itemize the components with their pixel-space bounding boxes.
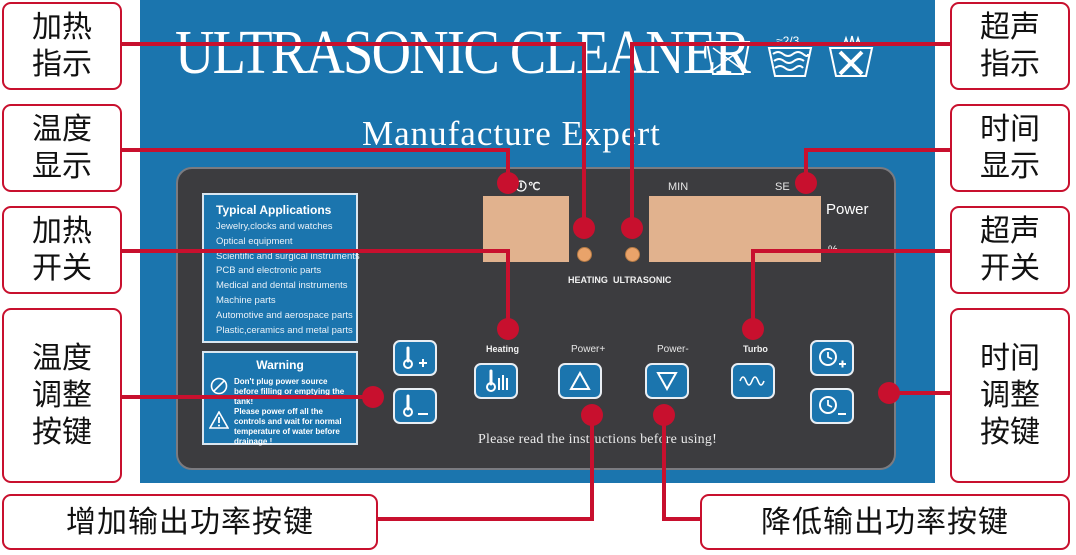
clock-minus-icon [819, 396, 846, 415]
no-plug-icon [210, 377, 228, 395]
callout-dot [653, 404, 675, 426]
warning-text-2: Please power off all the controls and wa… [234, 407, 342, 446]
ultrasonic-wave-icon [739, 376, 765, 386]
callout-text: 开关 [980, 251, 1040, 286]
callout-text: 超声 [980, 10, 1040, 45]
seconds-label: SE [775, 181, 790, 193]
application-item: Automotive and aerospace parts [216, 309, 353, 321]
device-title: ULTRASONIC CLEANER [175, 19, 751, 87]
turbo-button[interactable] [731, 363, 775, 399]
callout-text: 显示 [980, 149, 1040, 184]
power-plus-label: Power+ [571, 344, 606, 355]
application-item: Scientific and surgical instruments [216, 250, 360, 262]
callout-ultrasonic-switch: 超声 开关 [950, 206, 1070, 294]
minutes-label: MIN [668, 181, 689, 193]
callout-text: 显示 [32, 149, 92, 184]
ultrasonic-led [625, 247, 640, 262]
power-down-button[interactable] [645, 363, 689, 399]
triangle-down-icon [656, 372, 678, 391]
callout-power-decrease: 降低输出功率按键 [700, 494, 1070, 550]
power-minus-label: Power- [657, 344, 689, 355]
temp-up-button[interactable] [393, 340, 437, 376]
applications-heading: Typical Applications [216, 203, 332, 217]
triangle-up-icon [569, 371, 591, 390]
callout-text: 加热 [32, 214, 92, 249]
callout-text: 超声 [980, 214, 1040, 249]
application-item: Machine parts [216, 294, 276, 306]
callout-text: 温度 [32, 112, 92, 147]
callout-text: 指示 [980, 47, 1040, 82]
callout-text: 开关 [32, 251, 92, 286]
power-label: Power [826, 201, 869, 218]
device-subtitle: Manufacture Expert [362, 114, 661, 153]
callout-dot [742, 318, 764, 340]
clock-plus-icon [819, 348, 846, 368]
callout-text: 降低输出功率按键 [761, 504, 1009, 540]
heating-led-label: HEATING [568, 275, 608, 285]
callout-heating-switch: 加热 开关 [2, 206, 122, 294]
power-up-button[interactable] [558, 363, 602, 399]
callout-ultrasonic-indicator: 超声 指示 [950, 2, 1070, 90]
callout-power-increase: 增加输出功率按键 [2, 494, 378, 550]
warning-heading: Warning [256, 358, 304, 372]
callout-text: 增加输出功率按键 [66, 504, 314, 540]
application-item: PCB and electronic parts [216, 265, 322, 277]
heating-icon [486, 369, 508, 392]
callout-dot [362, 386, 384, 408]
callout-temp-display: 温度 显示 [2, 104, 122, 192]
turbo-button-label: Turbo [743, 344, 768, 354]
application-item: Jewelry,clocks and watches [216, 221, 333, 232]
callout-text: 时间 [980, 341, 1040, 376]
callout-temp-adjust: 温度 调整 按键 [2, 308, 122, 483]
instruction-text: Please read the instructions before usin… [478, 432, 717, 447]
thermometer-minus-icon [403, 394, 428, 417]
callout-time-adjust: 时间 调整 按键 [950, 308, 1070, 483]
application-item: Optical equipment [216, 235, 293, 247]
callout-text: 调整 [980, 378, 1040, 413]
applications-box: Typical Applications Jewelry,clocks and … [202, 193, 360, 343]
temp-unit-label: ℃ [528, 181, 541, 193]
callout-dot [795, 172, 817, 194]
callout-dot [581, 404, 603, 426]
caution-icon [209, 411, 229, 429]
application-item: Plastic,ceramics and metal parts [216, 324, 353, 336]
callout-text: 时间 [980, 112, 1040, 147]
heating-button-label: Heating [486, 344, 520, 354]
callout-text: 指示 [32, 47, 92, 82]
callout-dot [573, 217, 595, 239]
callout-time-display: 时间 显示 [950, 104, 1070, 192]
application-item: Medical and dental instruments [216, 280, 348, 292]
temp-down-button[interactable] [393, 388, 437, 424]
water-level-icon [767, 47, 813, 77]
callout-text: 调整 [32, 378, 92, 413]
callout-dot [497, 172, 519, 194]
warning-text-1: Don't plug power source before filling o… [234, 377, 345, 406]
heating-led [577, 247, 592, 262]
heating-button[interactable] [474, 363, 518, 399]
callout-dot [621, 217, 643, 239]
time-up-button[interactable] [810, 340, 854, 376]
callout-dot [497, 318, 519, 340]
callout-text: 按键 [32, 415, 92, 450]
callout-dot [878, 382, 900, 404]
time-down-button[interactable] [810, 388, 854, 424]
callout-text: 加热 [32, 10, 92, 45]
callout-heating-indicator: 加热 指示 [2, 2, 122, 90]
ultrasonic-led-label: ULTRASONIC [613, 275, 672, 285]
thermometer-plus-icon [403, 346, 427, 369]
callout-text: 按键 [980, 415, 1040, 450]
callout-text: 温度 [32, 341, 92, 376]
